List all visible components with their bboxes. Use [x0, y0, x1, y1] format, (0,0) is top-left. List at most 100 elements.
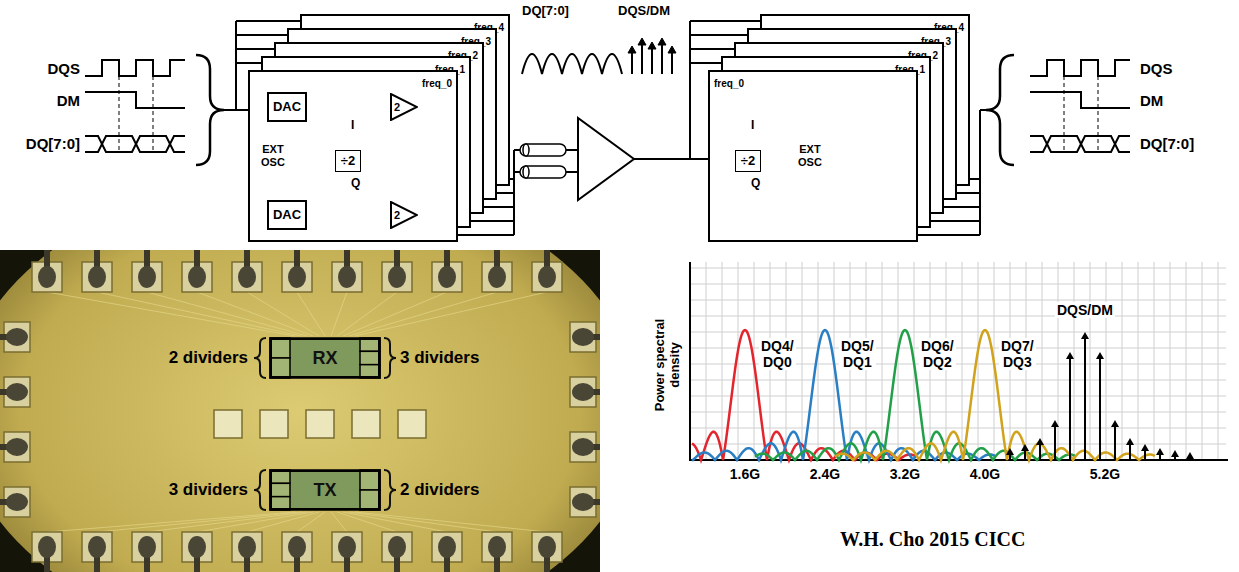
signal-name: DQS	[47, 60, 80, 77]
spectral-line	[1066, 352, 1074, 359]
bond-pad	[482, 262, 512, 292]
bond-pad	[538, 266, 556, 288]
plot-grid	[1218, 262, 1219, 460]
spectrum-lobe	[692, 330, 995, 460]
plot-grid	[962, 262, 963, 460]
bond-pad	[4, 377, 30, 407]
bracket	[384, 470, 396, 510]
chip-trace	[343, 512, 447, 532]
bond-pad	[388, 536, 406, 558]
plot-grid	[738, 262, 739, 460]
signal-waveform	[1030, 136, 1130, 152]
plot-grid	[882, 262, 883, 460]
oscillator-label: EXT OSC	[798, 143, 822, 168]
bond-pad	[132, 532, 162, 562]
bond-pad	[382, 262, 412, 292]
amplifier-shape	[391, 94, 417, 120]
plot-grid	[978, 262, 979, 460]
circuit-block-area	[270, 358, 290, 378]
spectral-line	[1156, 448, 1164, 455]
bond-pad	[570, 322, 596, 352]
signal-name: DQ[7:0]	[26, 135, 80, 152]
spectral-line	[1081, 332, 1089, 339]
signal-waveform	[85, 60, 185, 76]
plot-grid	[1186, 262, 1187, 460]
circuit-block-area	[270, 338, 290, 358]
spectral-line	[1054, 426, 1056, 460]
spectral-line	[1006, 448, 1014, 455]
bond-pad	[182, 532, 212, 562]
divider-box: ÷2	[735, 150, 761, 172]
bond-pad	[432, 532, 462, 562]
spectral-line	[1114, 426, 1116, 460]
divider-count: 2 dividers	[169, 348, 248, 368]
spectral-line	[1024, 450, 1026, 460]
plot-grid	[898, 262, 899, 460]
bond-pad	[188, 536, 206, 558]
signal-waveform	[1030, 60, 1130, 152]
bond-pad	[288, 266, 306, 288]
bond-pad	[38, 266, 56, 288]
channel-label: DQ7/ DQ3	[999, 338, 1036, 370]
spectral-line	[1039, 444, 1041, 460]
signal-name: DQS/DM	[618, 4, 670, 19]
bond-pad	[532, 532, 562, 562]
chip-trace	[349, 512, 497, 532]
chip-trace	[247, 512, 319, 532]
plot-grid	[690, 262, 1226, 460]
phase-label: I	[751, 119, 754, 133]
bond-pad	[398, 410, 426, 438]
plot-grid	[1058, 262, 1059, 460]
channel-label: DQ5/ DQ1	[839, 338, 876, 370]
plot-grid	[1090, 262, 1091, 460]
data-waveform	[522, 54, 622, 74]
bond-pad	[6, 383, 28, 401]
axis-tick: 1.6G	[728, 466, 762, 482]
chip-trace	[337, 292, 397, 336]
divider-count: 2 dividers	[400, 480, 479, 500]
divider-count: 3 dividers	[169, 480, 248, 500]
bond-pad	[238, 536, 256, 558]
strobe-impulse	[628, 38, 676, 74]
plot-grid	[690, 284, 1226, 285]
plot-grid	[690, 300, 1226, 301]
citation-caption: W.H. Cho 2015 CICC	[840, 528, 1025, 551]
chip-trace	[247, 292, 319, 336]
signal-wire	[566, 150, 578, 172]
bond-pad	[38, 536, 56, 558]
bond-pad	[4, 322, 30, 352]
spectral-line	[1144, 450, 1146, 460]
plot-grid	[1042, 262, 1043, 460]
bond-pad	[352, 410, 380, 438]
bond-pad	[138, 536, 156, 558]
divider-count: 3 dividers	[400, 348, 479, 368]
bond-pad	[238, 266, 256, 288]
block-name: RX	[312, 348, 337, 369]
chip-trace	[343, 292, 447, 336]
plot-grid	[1138, 262, 1139, 460]
chip-photo	[0, 250, 600, 572]
axis-tick: 3.2G	[888, 466, 922, 482]
bond-pad	[6, 493, 28, 511]
cable-symbol	[523, 144, 529, 156]
spectrum-lobe	[755, 330, 1075, 460]
plot-grid	[818, 262, 819, 460]
bond-pad	[282, 262, 312, 292]
spectral-line	[1186, 452, 1194, 459]
spectral-line	[1021, 444, 1029, 451]
bond-pad	[572, 383, 594, 401]
chip-trace	[349, 292, 497, 336]
chip-trace	[97, 292, 301, 336]
block-name: 2	[394, 101, 400, 113]
plot-grid	[690, 412, 1226, 413]
bond-pad	[332, 262, 362, 292]
bond-pad	[232, 532, 262, 562]
chip-trace	[355, 512, 547, 532]
bond-pad	[488, 266, 506, 288]
plot-grid	[690, 380, 1226, 381]
spectral-line	[1141, 444, 1149, 451]
circuit-block-area	[360, 470, 380, 490]
cable-symbol	[520, 144, 566, 156]
divider-box: ÷2	[335, 150, 361, 172]
